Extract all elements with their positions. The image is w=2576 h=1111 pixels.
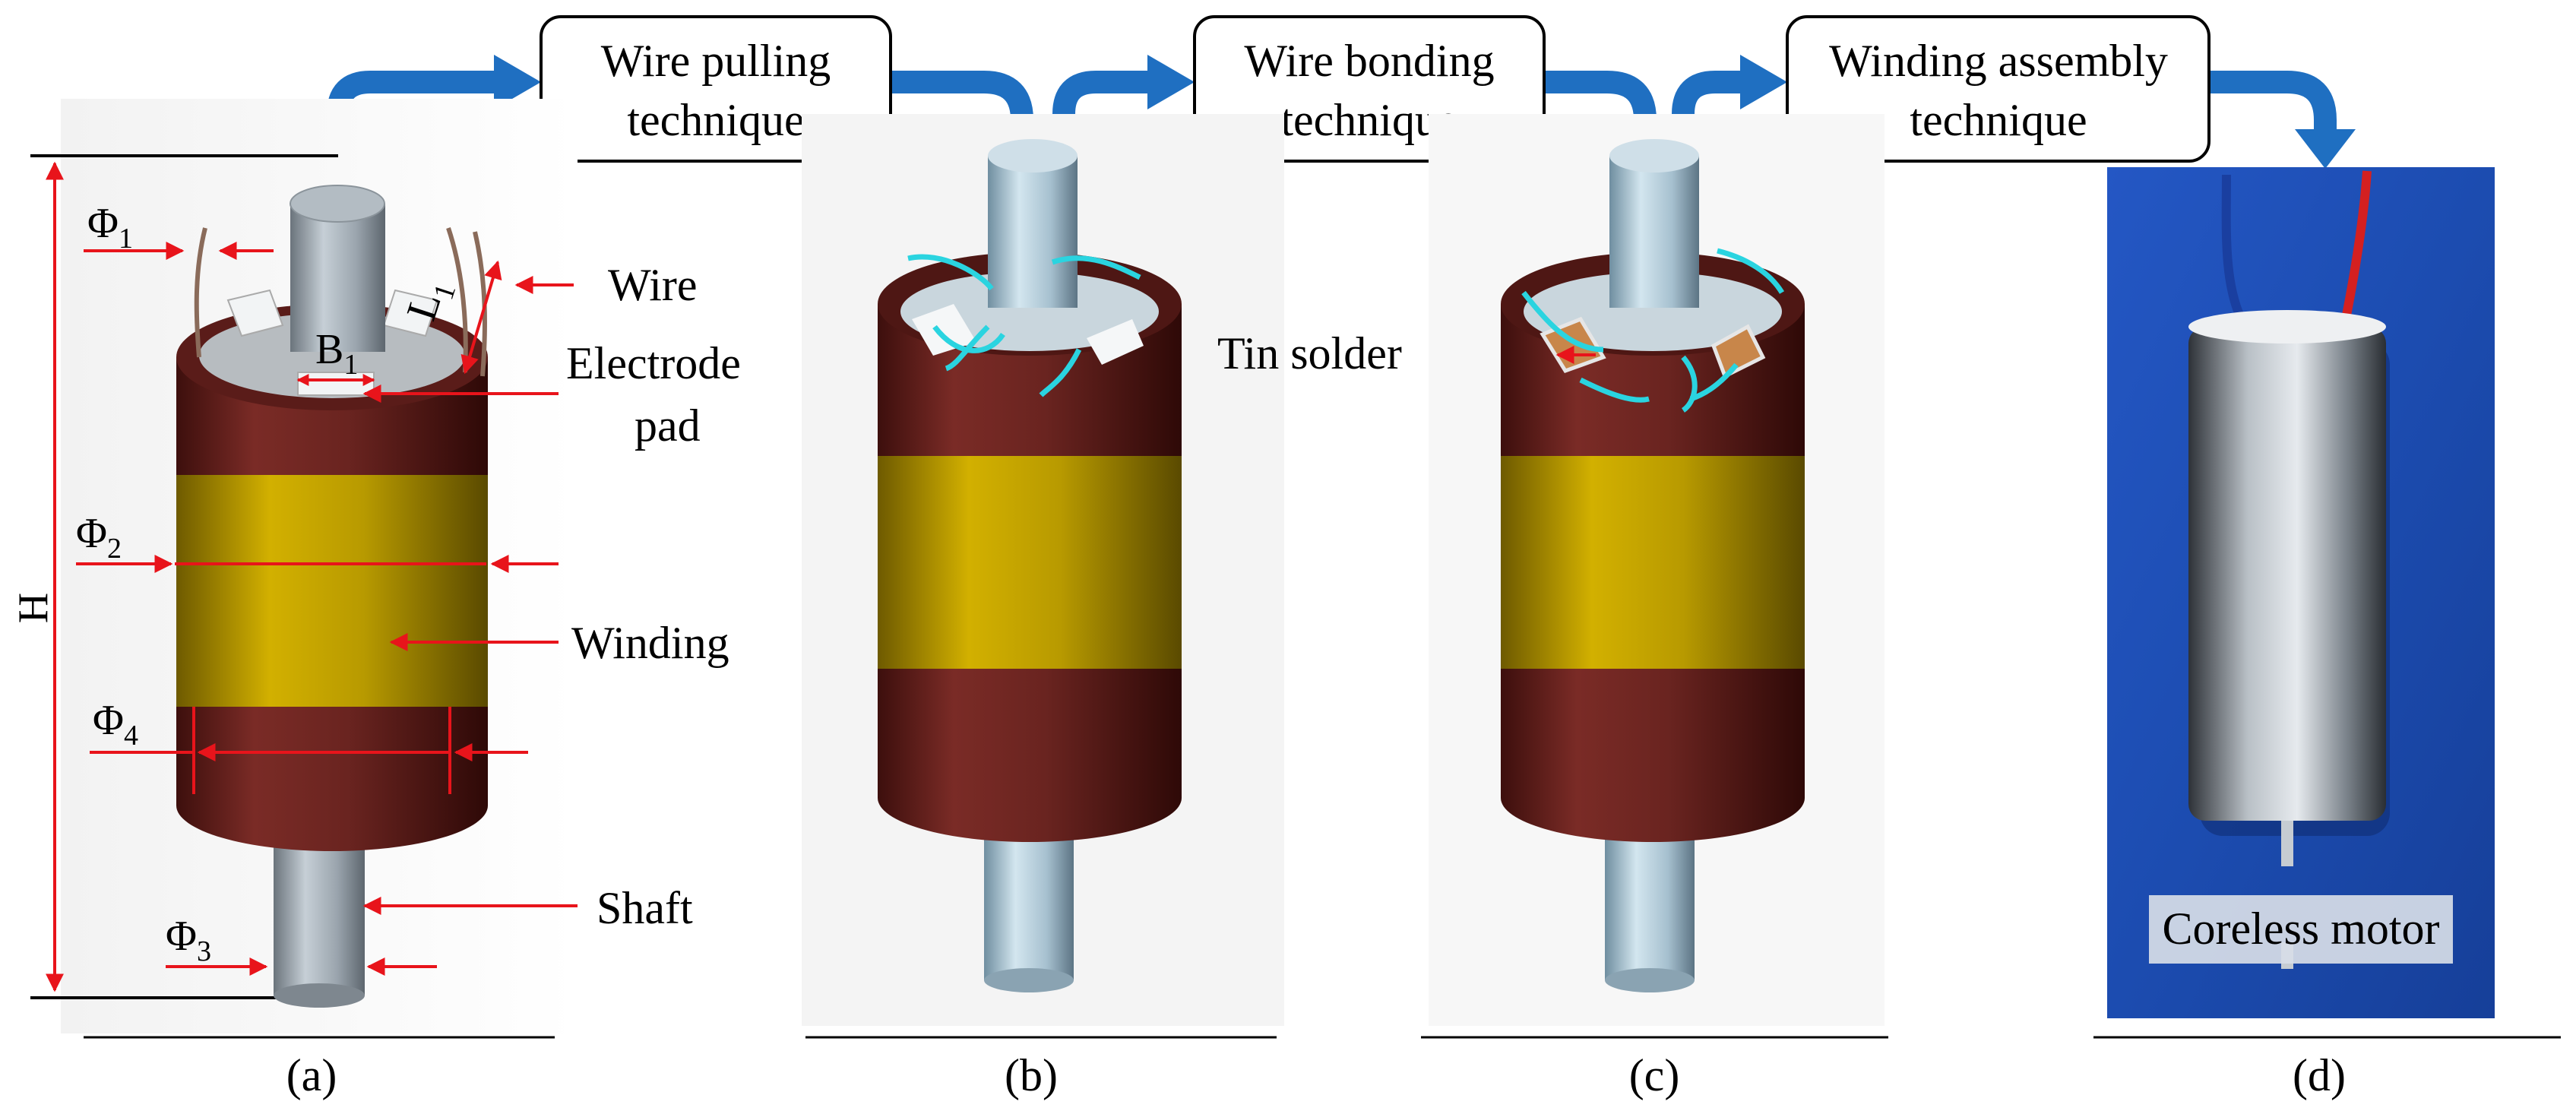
rotor-a-winding: [176, 475, 488, 707]
label-shaft: Shaft: [597, 883, 693, 933]
electrode-pad-a-1: [226, 289, 284, 337]
motor-can: [2188, 327, 2386, 821]
motor-label-box: [2149, 895, 2453, 964]
tin-solder-pad-2: [1710, 324, 1766, 379]
dim-phi3-label: Φ3: [166, 913, 211, 967]
dimensions-a: [46, 161, 578, 992]
panel-label-a: (a): [286, 1050, 337, 1100]
process-step-3-line2: technique: [1910, 95, 2087, 145]
rotor-a: [176, 185, 488, 1008]
lead-wire-red: [2340, 170, 2372, 328]
dim-b1-label: B1: [315, 326, 358, 381]
lead-wire-blue: [2221, 174, 2250, 330]
panel-c: Tin solder (c): [1217, 114, 1888, 1100]
rotor-b-winding: [878, 456, 1182, 669]
flow-arrowhead-3: [1147, 55, 1195, 109]
rotor-c-upper-shaft: [1609, 156, 1699, 308]
panel-d: Coreless motor (d): [2093, 167, 2561, 1100]
flow-arrowhead-1: [494, 55, 541, 109]
flow-arrow-5: [1672, 71, 1748, 160]
process-step-3: Winding assembly technique: [1786, 15, 2210, 163]
label-electrode-line2: pad: [635, 400, 701, 451]
dim-phi2-label: Φ2: [76, 510, 122, 565]
rotor-c: [1501, 139, 1805, 992]
flow-arrowhead-6: [2295, 129, 2356, 169]
coreless-motor-photo: [2188, 170, 2390, 969]
label-wire: Wire: [608, 260, 698, 310]
dim-height-label: H: [10, 593, 57, 623]
flow-arrow-3: [1052, 71, 1155, 160]
panel-a: H Φ1 L1 B1 Φ2 Φ4 Φ3 Wire Electrode pad W…: [10, 99, 741, 1100]
label-tin-solder: Tin solder: [1217, 328, 1402, 378]
rotor-b-lower-shaft: [984, 821, 1074, 980]
process-step-1-line2: technique: [627, 95, 804, 145]
wires-b: [907, 254, 1141, 397]
wire-a-1: [194, 227, 207, 358]
electrode-pad-a-2: [382, 289, 438, 337]
process-step-3-line1: Winding assembly: [1829, 36, 2168, 86]
motor-cap: [2188, 310, 2386, 343]
dim-phi1-label: Φ1: [87, 200, 133, 255]
dim-l1-arrow: [460, 260, 502, 375]
process-step-1-line1: Wire pulling: [601, 36, 831, 86]
panel-label-c: (c): [1629, 1050, 1680, 1100]
panel-b: (b): [802, 114, 1284, 1100]
rotor-c-winding: [1501, 456, 1805, 669]
label-electrode-line1: Electrode: [566, 338, 741, 388]
dim-phi4-label: Φ4: [93, 697, 138, 752]
label-coreless-motor: Coreless motor: [2163, 904, 2440, 954]
rotor-b: [878, 139, 1182, 992]
electrode-pad-a-3: [297, 372, 375, 396]
wires-c: [1521, 248, 1785, 413]
process-step-2: Wire bonding technique: [1193, 15, 1546, 163]
label-winding: Winding: [571, 618, 729, 668]
flow-arrow-6: [2207, 71, 2337, 135]
rotor-a-top-face: [199, 313, 465, 398]
electrode-pad-b-1: [912, 304, 976, 356]
rotor-a-upper-shaft: [290, 204, 385, 352]
motor-shaft: [2281, 821, 2293, 866]
electrode-pad-b-2: [1087, 319, 1144, 365]
panel-label-d: (d): [2293, 1050, 2346, 1100]
flow-arrows: [327, 71, 2337, 176]
flow-arrowhead-5: [1740, 55, 1787, 109]
panel-label-b: (b): [1005, 1050, 1058, 1100]
process-step-2-line1: Wire bonding: [1244, 36, 1494, 86]
process-step-2-line2: technique: [1280, 95, 1457, 145]
rotor-c-lower-shaft: [1605, 821, 1695, 980]
rotor-b-upper-shaft: [988, 156, 1078, 308]
